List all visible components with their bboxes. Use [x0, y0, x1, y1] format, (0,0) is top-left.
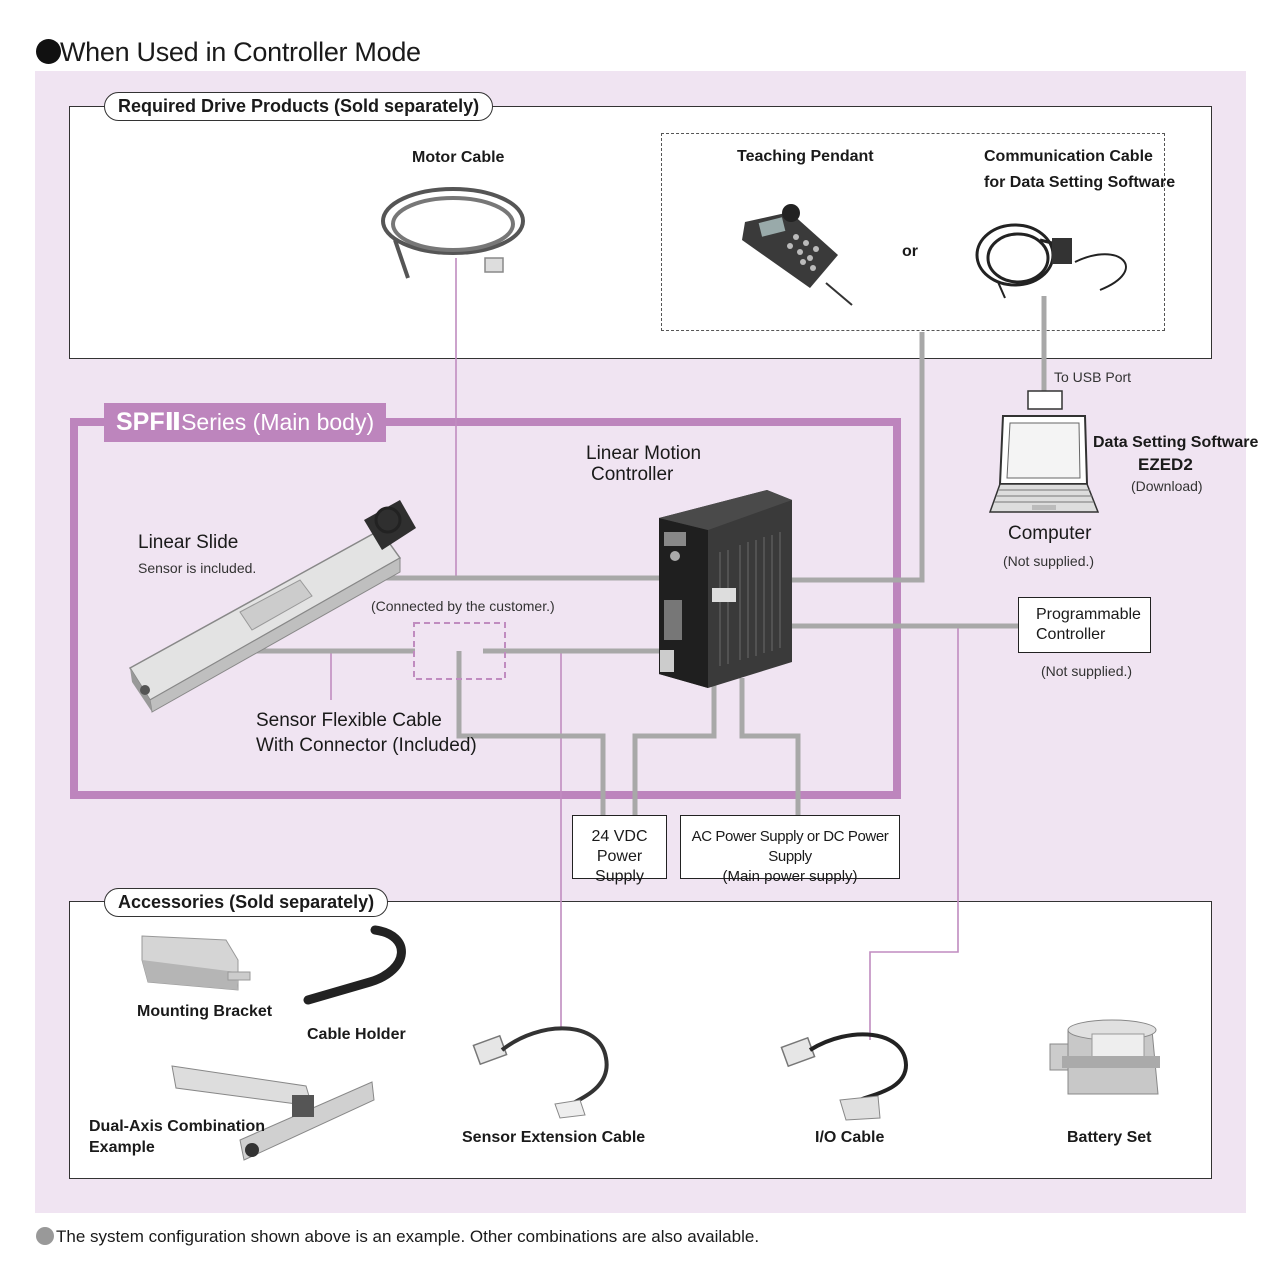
teaching-pendant-icon: [742, 204, 853, 306]
mounting-bracket-label: Mounting Bracket: [137, 1003, 273, 1020]
comm-cable-label-line2: for Data Setting Software: [984, 174, 1176, 191]
download-label: (Download): [1131, 478, 1203, 494]
computer-label: Computer: [1008, 523, 1092, 544]
software-label: Data Setting Software: [1093, 434, 1259, 451]
plc-not-supplied: (Not supplied.): [1041, 663, 1133, 679]
required-products-label: Required Drive Products (Sold separately…: [104, 92, 494, 121]
ac-link: [739, 678, 801, 815]
footer-note: The system configuration shown above is …: [56, 1227, 760, 1246]
linear-slide-label: Linear Slide: [138, 532, 239, 553]
controller-label-line2: Controller: [591, 464, 674, 485]
battery-set-icon: [1049, 1019, 1160, 1095]
dc24-power-supply-box: 24 VDC Power Supply: [572, 815, 667, 885]
usb-port-label: To USB Port: [1054, 369, 1132, 385]
plc-label-line2: Controller: [1036, 626, 1106, 643]
sensor-extension-cable-label: Sensor Extension Cable: [462, 1129, 646, 1146]
linear-slide-icon: [128, 500, 416, 713]
dc24-label-line1: 24 VDC: [591, 828, 648, 845]
ac-label-line2: (Main power supply): [722, 868, 858, 885]
page-title: When Used in Controller Mode: [60, 37, 421, 67]
pendant-or-software-group: [661, 133, 1165, 331]
ac-power-supply-box: AC Power Supply or DC Power Supply (Main…: [680, 815, 900, 885]
dc24-link-a: [456, 651, 606, 815]
battery-set-label: Battery Set: [1067, 1129, 1152, 1146]
communication-cable-icon: [975, 223, 1127, 299]
pendant-link: [790, 332, 925, 583]
io-cable-label: I/O Cable: [815, 1129, 885, 1146]
accessories-label: Accessories (Sold separately): [104, 888, 389, 917]
purple-connection-lines: [330, 258, 959, 1040]
title-bullet-icon: [36, 39, 61, 64]
sensor-cable-label-line2: With Connector (Included): [256, 735, 477, 756]
software-name: EZED2: [1138, 455, 1193, 474]
mounting-bracket-icon: [141, 935, 251, 991]
connected-by-customer-label: (Connected by the customer.): [371, 598, 555, 614]
comm-cable-label-line1: Communication Cable: [984, 148, 1153, 165]
io-cable-icon: [780, 1032, 909, 1121]
sensor-included-label: Sensor is included.: [138, 560, 257, 576]
dual-axis-combination-icon: [171, 1065, 375, 1161]
io-cable-line: [869, 626, 959, 1040]
dc24-label-line2: Power Supply: [595, 848, 644, 885]
computer-not-supplied: (Not supplied.): [1003, 553, 1095, 569]
or-label: or: [902, 243, 918, 260]
programmable-controller-box: Programmable Controller: [1018, 597, 1151, 653]
dc24-link-b: [632, 678, 717, 815]
series-brand: SPFⅡ: [116, 408, 182, 436]
sensor-extension-cable-icon: [472, 1026, 609, 1119]
teaching-pendant-label: Teaching Pendant: [737, 148, 874, 165]
motor-cable-icon: [381, 187, 525, 279]
dual-axis-label-line1: Dual-Axis Combination: [89, 1118, 266, 1135]
main-body-label: SPFⅡSeries (Main body): [104, 403, 387, 442]
plc-label-line1: Programmable: [1036, 606, 1141, 623]
customer-connection-box: [413, 622, 506, 680]
controller-label-line1: Linear Motion: [586, 443, 702, 464]
cable-holder-label: Cable Holder: [307, 1026, 406, 1043]
ac-label-line1: AC Power Supply or DC Power Supply: [691, 828, 889, 865]
series-label: Series (Main body): [181, 409, 375, 435]
gray-connection-lines: [243, 296, 1047, 815]
linear-motion-controller-icon: [659, 490, 792, 688]
main-body-frame: [70, 418, 901, 799]
motor-cable-label: Motor Cable: [412, 149, 505, 166]
cable-holder-icon: [303, 925, 406, 1005]
required-products-frame: [69, 106, 1212, 359]
sensor-cable-label-line1: Sensor Flexible Cable: [256, 710, 442, 731]
footer-bullet-icon: [36, 1227, 54, 1245]
computer-icon: [988, 390, 1100, 513]
dual-axis-label-line2: Example: [89, 1139, 155, 1156]
